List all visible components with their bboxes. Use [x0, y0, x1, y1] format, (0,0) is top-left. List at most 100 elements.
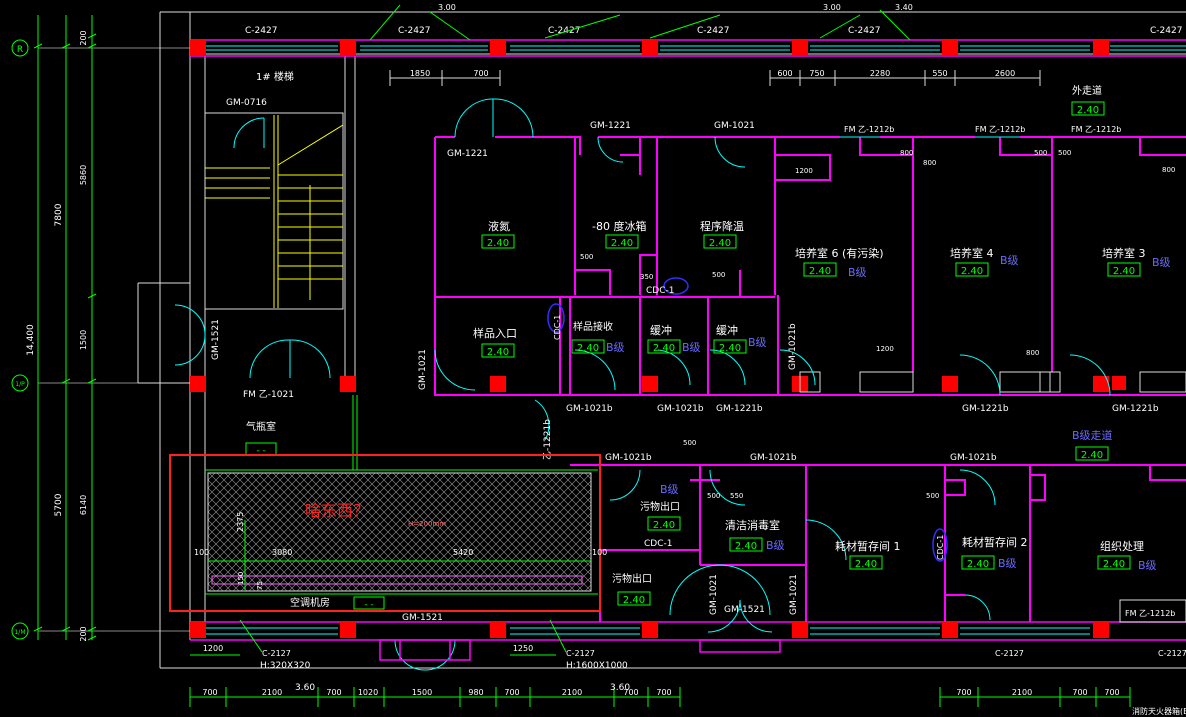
room-level: - - — [256, 446, 265, 456]
room-name: -80 度冰箱 — [592, 219, 646, 233]
room-name: 污物出口 — [612, 572, 652, 585]
inner-dims: 500 350 500 800 1200 800 500 500 800 120… — [580, 149, 1175, 500]
bottom-dim: 2100 — [262, 688, 282, 697]
door-label: GM-1221b — [962, 404, 1009, 414]
equipment — [799, 371, 1186, 623]
door-label: CDC-1 — [646, 286, 674, 296]
fire-label: FM 乙-1212b — [1071, 125, 1121, 134]
inner-dim: 500 — [1034, 149, 1047, 157]
fire-label: FM 乙-1212b — [975, 125, 1025, 134]
bottom-dim: 700 — [1072, 688, 1087, 697]
bottom-dim: 700 — [956, 688, 971, 697]
window-glazing — [206, 45, 1186, 635]
top-partial-1: 3.00 — [438, 3, 456, 12]
grid-bubble-m: 1/M — [11, 622, 29, 640]
column — [792, 40, 808, 56]
column — [1093, 40, 1109, 56]
column — [190, 40, 206, 56]
column — [642, 40, 658, 56]
room-level: 2.40 — [961, 266, 983, 277]
room-name: 空调机房 — [290, 596, 330, 609]
door-swing-1521-left — [174, 304, 206, 366]
room-name: 耗材暂存间 2 — [962, 535, 1028, 549]
room-name: 缓冲 — [650, 323, 672, 337]
highlight-box — [169, 454, 601, 612]
dim-inner-5: 200 — [79, 626, 88, 641]
door-label-rotated: GM-1021 — [418, 349, 428, 390]
room-grade: B级 — [1152, 256, 1171, 269]
room-level: 2.40 — [611, 238, 633, 249]
room-grade: B级 — [660, 483, 679, 496]
highlight-dim: 5420 — [453, 548, 473, 557]
top-dim-700: 700 — [473, 69, 488, 78]
door-labels: GM-1221 GM-1221 GM-1021 GM-1021b GM-1021… — [402, 121, 1159, 623]
bottom-dim: 700 — [623, 688, 638, 697]
room-level: 2.40 — [623, 595, 645, 606]
room-level: 2.40 — [719, 343, 741, 354]
door-label: GM-1521 — [724, 605, 765, 615]
window-label-4: C-2427 — [697, 26, 729, 36]
door-swing-0716 — [233, 117, 265, 149]
door-label: GM-1021b — [750, 453, 797, 463]
window-label-b2: C-2127 — [566, 649, 595, 658]
room-level: - - — [364, 600, 373, 610]
top-partial-2: 3.00 — [823, 3, 841, 12]
highlight-dim: 100 — [592, 548, 607, 557]
highlight-dim: 3080 — [272, 548, 292, 557]
room-grade: B级 — [1000, 254, 1019, 267]
bottom-dim: 1200 — [203, 644, 223, 653]
highlight-dim: 75 — [256, 581, 264, 590]
room-level: 2.40 — [487, 347, 509, 358]
column — [490, 622, 506, 638]
room-level: 2.40 — [653, 343, 675, 354]
bottom-dim: 980 — [468, 688, 483, 697]
door-swing-fm-1021 — [249, 339, 331, 379]
room-name: 清洁消毒室 — [725, 518, 780, 532]
grid-label-r: R — [17, 45, 23, 55]
door-label: GM-1021b — [950, 453, 997, 463]
dim-middle-1: 7800 — [54, 203, 64, 226]
door-label: GM-1021b — [657, 404, 704, 414]
window-label-b4: C-2127 — [1158, 649, 1186, 658]
column — [190, 376, 206, 392]
room-level: 2.40 — [709, 238, 731, 249]
inner-dim: 500 — [712, 271, 725, 279]
door-label: GM-1221 — [590, 121, 631, 131]
door-swings — [394, 98, 1111, 671]
inner-dim: 800 — [900, 149, 913, 157]
inner-columns — [490, 376, 1126, 390]
top-dim-1850: 1850 — [410, 69, 430, 78]
room-level: 2.40 — [1103, 559, 1125, 570]
door-label-rotated: GM-1021 — [789, 574, 799, 615]
room-level: 2.40 — [855, 559, 877, 570]
door-label: GM-1021b — [566, 404, 613, 414]
room-level: 2.40 — [1077, 105, 1099, 116]
door-label: GM-1221b — [716, 404, 763, 414]
top-dim-550: 550 — [932, 69, 947, 78]
room-level: 2.40 — [967, 559, 989, 570]
left-dimension-lines — [33, 15, 97, 641]
room-name: 程序降温 — [700, 219, 744, 233]
room-level: 2.40 — [735, 541, 757, 552]
highlight-dim: 2375 — [236, 512, 245, 532]
inner-dim: 800 — [923, 159, 936, 167]
bottom-right-note: 消防天火器箱(B — [1132, 706, 1186, 716]
dim-inner-1: 200 — [79, 30, 88, 45]
inner-dim: 500 — [707, 492, 720, 500]
grid-bubble-p: 1/P — [11, 374, 29, 392]
room-grade: B级 — [998, 557, 1017, 570]
highlight-area[interactable]: 啥东西？ H=200mm 100 2375 3080 5420 100 150 … — [169, 395, 607, 612]
column — [792, 622, 808, 638]
door-fm-1021: FM 乙-1021 — [243, 389, 294, 400]
room-name: 培养室 4 — [950, 246, 994, 260]
room-level: 2.40 — [1081, 450, 1103, 461]
dim-inner-4: 6140 — [79, 495, 88, 515]
window-label-b3: C-2127 — [995, 649, 1024, 658]
interior-walls — [434, 136, 1186, 622]
bottom-dim: 1020 — [358, 688, 378, 697]
door-label-rotated: CDC-1 — [553, 315, 562, 340]
room-name: B级走道 — [1072, 428, 1113, 442]
bottom-dim: 3.60 — [295, 683, 315, 693]
room-grade: B级 — [766, 539, 785, 552]
